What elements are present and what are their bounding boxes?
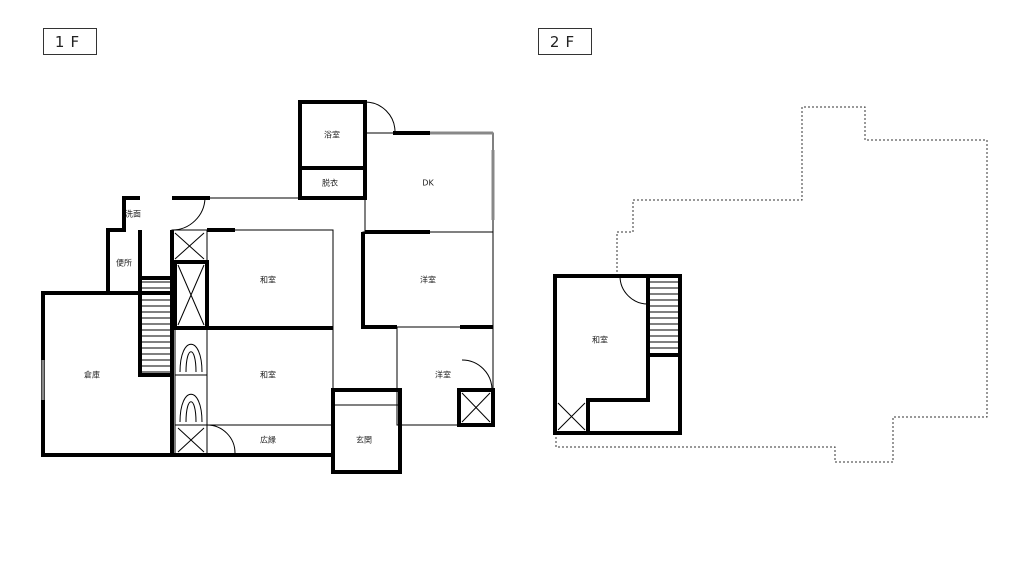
floor-label-2f: 2F — [538, 28, 592, 55]
closet — [457, 388, 495, 427]
closet-hatch — [557, 275, 649, 431]
stairs-2f — [650, 281, 678, 349]
closet-hatch — [461, 359, 493, 423]
door-swing — [206, 424, 236, 454]
closet-hatch — [174, 232, 205, 260]
room-label-storage: 倉庫 — [84, 370, 100, 380]
room-label-toilet: 便所 — [116, 258, 132, 268]
room-label-2f-japanese: 和室 — [592, 335, 608, 345]
wall — [586, 355, 650, 433]
wall — [106, 196, 140, 293]
room-label-dressing: 脱衣 — [322, 178, 338, 188]
room-label-western-1: 洋室 — [420, 275, 436, 285]
room-label-entrance: 玄関 — [356, 435, 372, 445]
stairs-1f — [142, 281, 170, 373]
wall — [361, 232, 397, 329]
door-swing — [364, 101, 396, 133]
room-label-japanese-1: 和室 — [260, 275, 276, 285]
second-floor-plan: 和室 — [553, 106, 988, 463]
room-label-dk: DK — [422, 179, 434, 188]
closet-hatch — [177, 264, 205, 326]
room-label-washroom: 洗面 — [125, 209, 141, 219]
first-floor-outline — [555, 106, 988, 463]
entrance-walls — [331, 388, 402, 474]
room-label-veranda: 広縁 — [260, 435, 276, 445]
room-label-japanese-2: 和室 — [260, 370, 276, 380]
room-label-bath: 浴室 — [324, 130, 340, 140]
alcove-wood-grain — [179, 343, 203, 423]
room-label-western-2: 洋室 — [435, 370, 451, 380]
closet-hatch — [177, 427, 205, 453]
stairwell-walls — [646, 274, 682, 357]
western-room-2-walls — [396, 326, 494, 426]
door-swing — [171, 197, 206, 231]
first-floor-plan: 浴室 脱衣 DK 洗面 便所 和室 洋室 和室 洋室 倉庫 広縁 玄関 — [41, 100, 495, 474]
floor-label-1f: 1F — [43, 28, 97, 55]
